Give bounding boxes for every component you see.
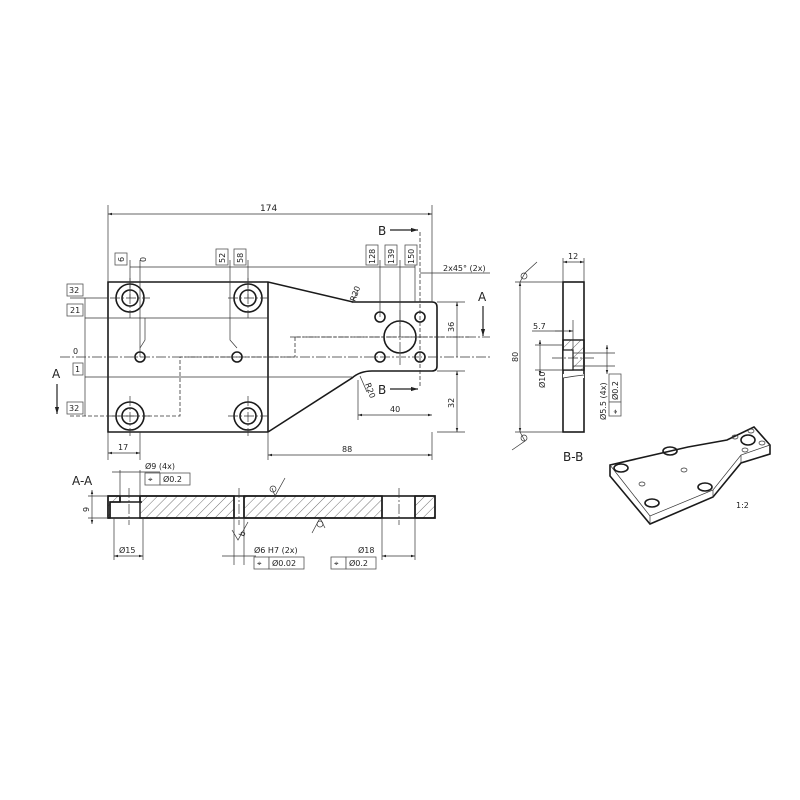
dim-40: 40 [390, 405, 400, 414]
isometric-view: 1:2 [609, 426, 771, 525]
dim-box-21: 21 [66, 303, 84, 317]
aa-outline [107, 495, 436, 519]
svg-text:A: A [478, 290, 487, 304]
svg-text:B: B [378, 383, 386, 397]
chamfer-note: 2x45° (2x) [443, 264, 486, 273]
surface-finish-b [231, 521, 249, 541]
main-view: 174 6 0 52 58 128 139 [52, 204, 490, 460]
dim-174: 174 [260, 204, 277, 214]
dim-box-32-bottom: 32 [66, 401, 84, 415]
svg-text:6: 6 [117, 257, 126, 262]
iso-scale-label: 1:2 [736, 501, 749, 510]
section-b-arrow-top: B [378, 224, 418, 238]
dim-box-150: 150 [404, 244, 418, 266]
dim-thickness-9: 9 [82, 507, 91, 512]
dim-0-left: 0 [73, 347, 78, 356]
svg-text:Ø0.02: Ø0.02 [272, 558, 296, 568]
counterbore-tolerance-frame: ⌖ Ø0.2 [144, 472, 191, 486]
dim-box-32-top: 32 [66, 283, 84, 297]
svg-text:Ø0.2: Ø0.2 [610, 381, 620, 400]
pin-hole-label: Ø6 H7 (2x) [254, 545, 298, 555]
section-a-arrow-right: A [478, 290, 487, 336]
svg-text:52: 52 [218, 253, 227, 263]
svg-text:21: 21 [70, 306, 80, 315]
section-bb-view: 12 80 5.7 Ø10 Ø5.5 (4x) Ø0.2 ⌖ [511, 252, 622, 464]
svg-text:⌖: ⌖ [334, 559, 339, 568]
section-aa-view: A-A Ø9 (4x) ⌖ Ø0.2 9 [72, 461, 436, 570]
section-aa-title: A-A [72, 474, 93, 488]
dim-box-139: 139 [384, 244, 398, 266]
svg-text:150: 150 [407, 249, 416, 264]
svg-text:Ø0.2: Ø0.2 [349, 558, 368, 568]
dim-17: 17 [118, 443, 128, 452]
section-b-arrow-bottom: B [378, 383, 418, 397]
counterbore-label: Ø9 (4x) [145, 461, 175, 471]
surface-finish-bottom [311, 517, 326, 534]
surface-finish-top [271, 477, 286, 497]
dim-0-top: 0 [139, 257, 148, 262]
section-bb-title: B-B [563, 450, 583, 464]
svg-text:⌖: ⌖ [148, 475, 153, 484]
radius-top: R20 [348, 285, 362, 303]
svg-text:32: 32 [69, 286, 79, 295]
dim-box-128: 128 [365, 244, 379, 266]
dim-box-58: 58 [233, 248, 247, 266]
pin-hole-tolerance-frame: ⌖ Ø0.02 [253, 556, 305, 570]
svg-text:58: 58 [236, 253, 245, 263]
dim-36: 36 [447, 322, 456, 332]
svg-text:⌖: ⌖ [611, 409, 620, 414]
dim-88: 88 [342, 445, 352, 454]
section-line-a [70, 336, 470, 417]
bore-tolerance-frame: ⌖ Ø0.2 [330, 556, 377, 570]
svg-text:128: 128 [368, 249, 377, 264]
bore-label: Ø18 [358, 545, 374, 555]
section-a-arrow-left: A [52, 367, 61, 414]
svg-text:32: 32 [69, 404, 79, 413]
part-outline [107, 281, 438, 433]
radius-bottom: R20 [363, 382, 377, 400]
dim-bb-5-7: 5.7 [533, 322, 546, 331]
dim-box-52: 52 [215, 248, 229, 266]
svg-text:1: 1 [75, 365, 80, 374]
dim-cbore-15: Ø15 [119, 545, 135, 555]
bb-tolerance-frame: Ø0.2 ⌖ [608, 373, 622, 417]
dim-bb-10: Ø10 [537, 372, 547, 388]
svg-text:⌖: ⌖ [257, 559, 262, 568]
svg-text:B: B [378, 224, 386, 238]
dim-32: 32 [447, 398, 456, 408]
svg-text:b: b [237, 530, 247, 538]
dim-box-6: 6 [114, 252, 128, 266]
bb-hole-label: Ø5.5 (4x) [598, 382, 608, 420]
dim-bb-80: 80 [511, 352, 520, 362]
svg-text:Ø0.2: Ø0.2 [163, 474, 182, 484]
dim-bb-12: 12 [568, 252, 578, 261]
svg-text:139: 139 [387, 249, 396, 264]
dim-box-1: 1 [72, 362, 84, 376]
svg-text:A: A [52, 367, 61, 381]
